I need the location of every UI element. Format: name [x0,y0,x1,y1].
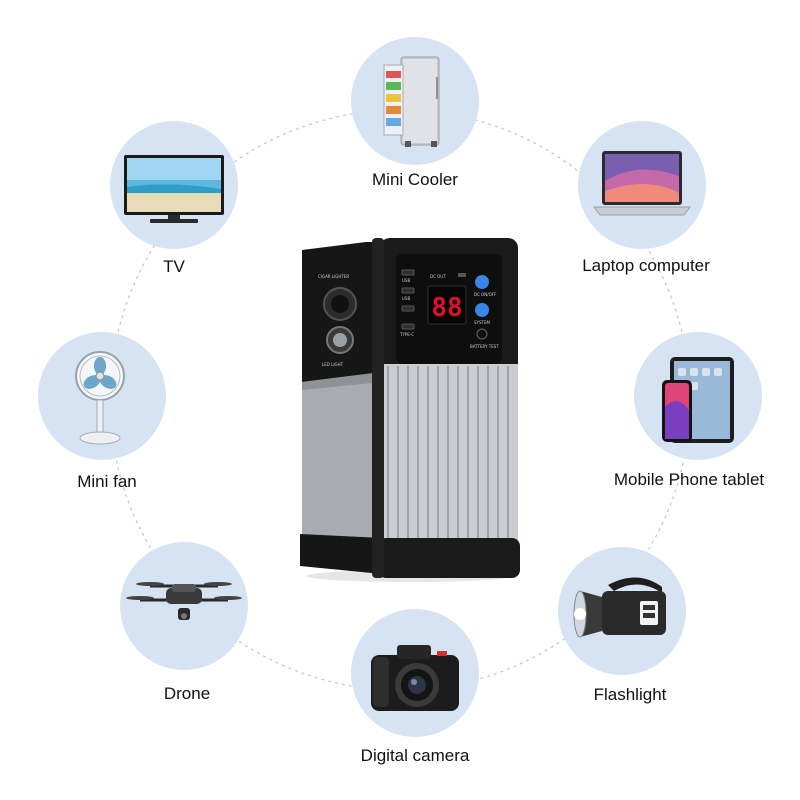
battery-test-button[interactable] [476,328,488,340]
camera-label: Digital camera [360,746,470,765]
mini-cooler-label: Mini Cooler [372,170,458,189]
tv-label: TV [163,257,185,276]
phone-tablet-circle [634,332,762,460]
display-value: 88 [431,293,462,323]
tv-circle [110,121,238,249]
power-station: CIGAR LIGHTER LED LIGHT USB USB TYPE-C D… [296,232,524,584]
phone-tablet-label: Mobile Phone tablet [613,470,765,489]
dc-on-off-button[interactable] [475,275,489,289]
dc-out-label: DC OUT [430,274,446,279]
cigar-lighter-label: CIGAR LIGHTER [318,274,349,279]
drone-circle [120,542,248,670]
dc-on-off-label: DC ON/OFF [474,292,497,297]
mini-cooler-circle [351,37,479,165]
laptop-circle [578,121,706,249]
laptop-label: Laptop computer [582,256,710,275]
camera-circle [351,609,479,737]
usb-ports[interactable] [401,269,415,330]
fan-circle [38,332,166,460]
fan-icon [75,351,125,445]
digital-display [427,285,467,325]
system-label: SYSTEM [474,320,490,325]
mini-cooler-icon [383,56,440,147]
flashlight-label: Flashlight [593,685,667,704]
camera-icon [371,645,459,711]
fan-label: Mini fan [77,472,137,491]
drone-label: Drone [163,684,211,703]
tv-icon [124,155,224,223]
drone-icon [126,582,242,620]
laptop-icon [593,151,691,216]
flashlight-icon [573,577,666,638]
typec-label: TYPE-C [399,332,414,337]
usb-label-1: USB [402,278,410,283]
battery-test-label: BATTERY TEST [470,344,499,349]
system-button[interactable] [475,303,489,317]
led-light-label: LED LIGHT [322,362,344,367]
phone-tablet-icon [662,357,734,443]
flashlight-circle [558,547,686,675]
usb-label-2: USB [402,296,410,301]
